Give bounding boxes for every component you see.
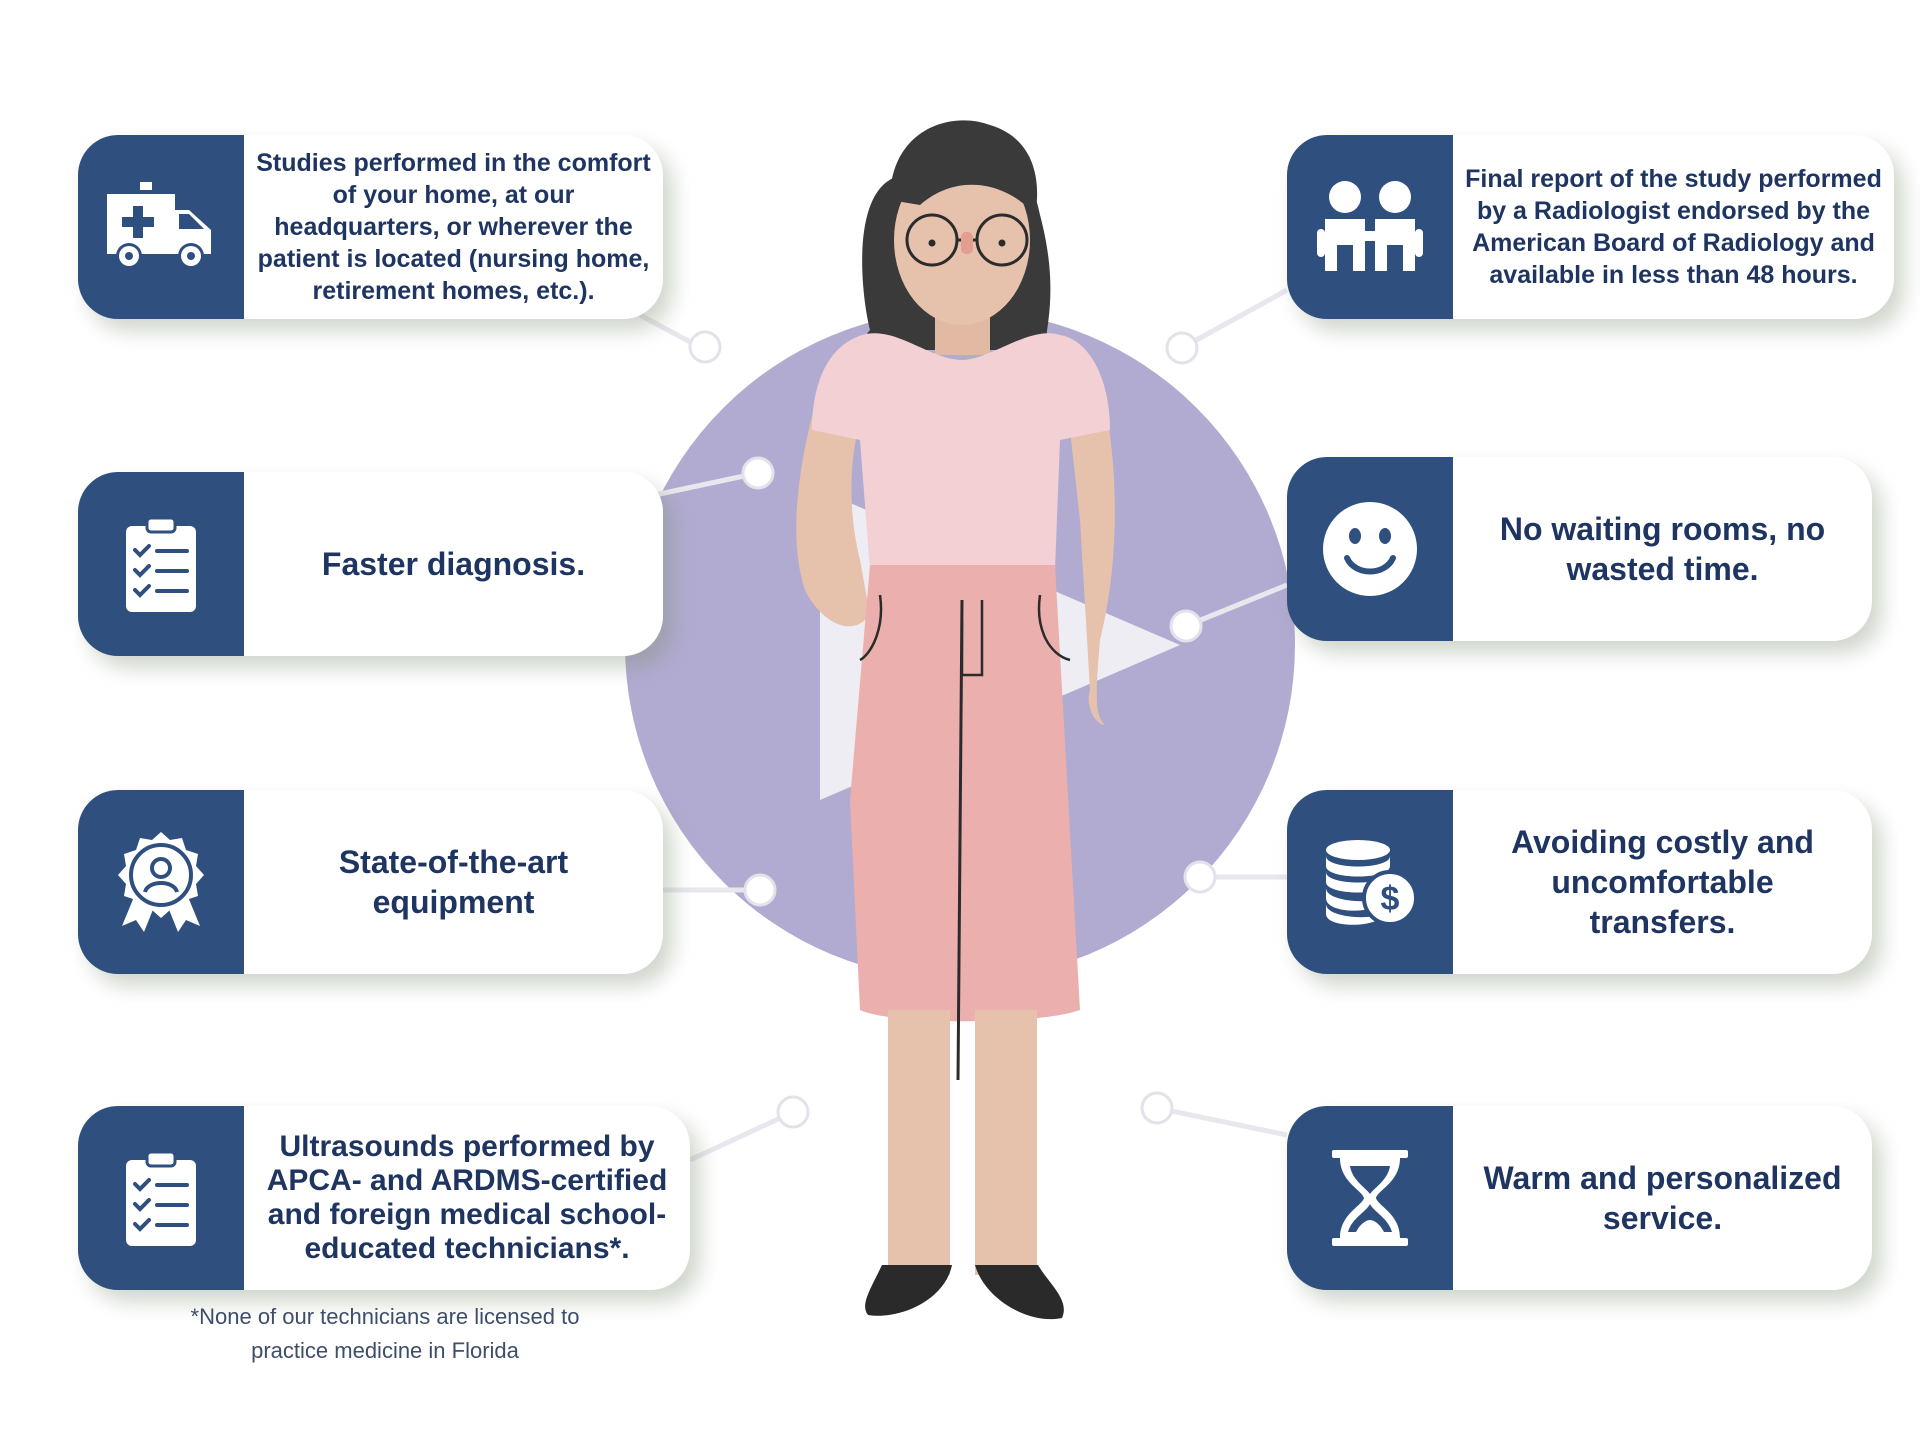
card-text-box: Warm and personalized service. xyxy=(1453,1106,1872,1290)
card-text-box: Final report of the study performed by a… xyxy=(1453,135,1894,319)
card-no-waiting: No waiting rooms, no wasted time. xyxy=(1287,457,1872,641)
people-icon xyxy=(1317,181,1423,271)
footnote: *None of our technicians are licensed to… xyxy=(150,1300,620,1368)
card-warm-service: Warm and personalized service. xyxy=(1287,1106,1872,1290)
card-text: No waiting rooms, no wasted time. xyxy=(1499,511,1826,587)
card-text-box: Avoiding costly and uncomfortable transf… xyxy=(1453,790,1872,974)
card-icon-box: $ xyxy=(1287,790,1453,974)
card-equipment: State-of-the-art equipment xyxy=(78,790,663,974)
card-faster-diagnosis: Faster diagnosis. xyxy=(78,472,663,656)
card-text-box: State-of-the-art equipment xyxy=(244,790,663,974)
card-text: Ultrasounds performed by APCA- and ARDMS… xyxy=(266,1130,668,1265)
woman-figure xyxy=(796,120,1115,1320)
card-text-box: Studies performed in the comfort of your… xyxy=(244,135,663,319)
clipboard-checklist-icon xyxy=(126,516,196,612)
card-ultrasounds: Ultrasounds performed by APCA- and ARDMS… xyxy=(78,1106,690,1290)
card-text: Warm and personalized service. xyxy=(1483,1160,1842,1236)
connector-lines xyxy=(638,287,1289,1163)
card-final-report: Final report of the study performed by a… xyxy=(1287,135,1894,319)
clipboard-checklist-icon xyxy=(126,1150,196,1246)
card-avoid-transfers: $ Avoiding costly and uncomfortable tran… xyxy=(1287,790,1872,974)
card-icon-box xyxy=(78,472,244,656)
card-text: Studies performed in the comfort of your… xyxy=(256,149,651,305)
card-icon-box xyxy=(1287,1106,1453,1290)
card-text-box: Faster diagnosis. xyxy=(244,472,663,656)
card-text-box: No waiting rooms, no wasted time. xyxy=(1453,457,1872,641)
card-icon-box xyxy=(78,135,244,319)
connector-dots xyxy=(688,330,1217,1129)
card-text: State-of-the-art equipment xyxy=(338,844,569,920)
hourglass-icon xyxy=(1332,1150,1408,1246)
smiley-icon xyxy=(1323,502,1417,596)
card-icon-box xyxy=(1287,457,1453,641)
coins-dollar-icon: $ xyxy=(1326,840,1418,926)
svg-text:$: $ xyxy=(1381,880,1400,918)
award-badge-icon xyxy=(118,832,204,932)
footnote-line-2: practice medicine in Florida xyxy=(251,1338,519,1363)
card-text: Avoiding costly and uncomfortable transf… xyxy=(1511,824,1814,940)
card-text: Faster diagnosis. xyxy=(321,546,586,582)
footnote-line-1: *None of our technicians are licensed to xyxy=(190,1304,580,1329)
card-text-box: Ultrasounds performed by APCA- and ARDMS… xyxy=(244,1106,690,1290)
card-home-studies: Studies performed in the comfort of your… xyxy=(78,135,663,319)
card-icon-box xyxy=(78,790,244,974)
card-icon-box xyxy=(78,1106,244,1290)
card-text: Final report of the study performed by a… xyxy=(1465,165,1882,289)
ambulance-icon xyxy=(107,182,211,269)
card-icon-box xyxy=(1287,135,1453,319)
